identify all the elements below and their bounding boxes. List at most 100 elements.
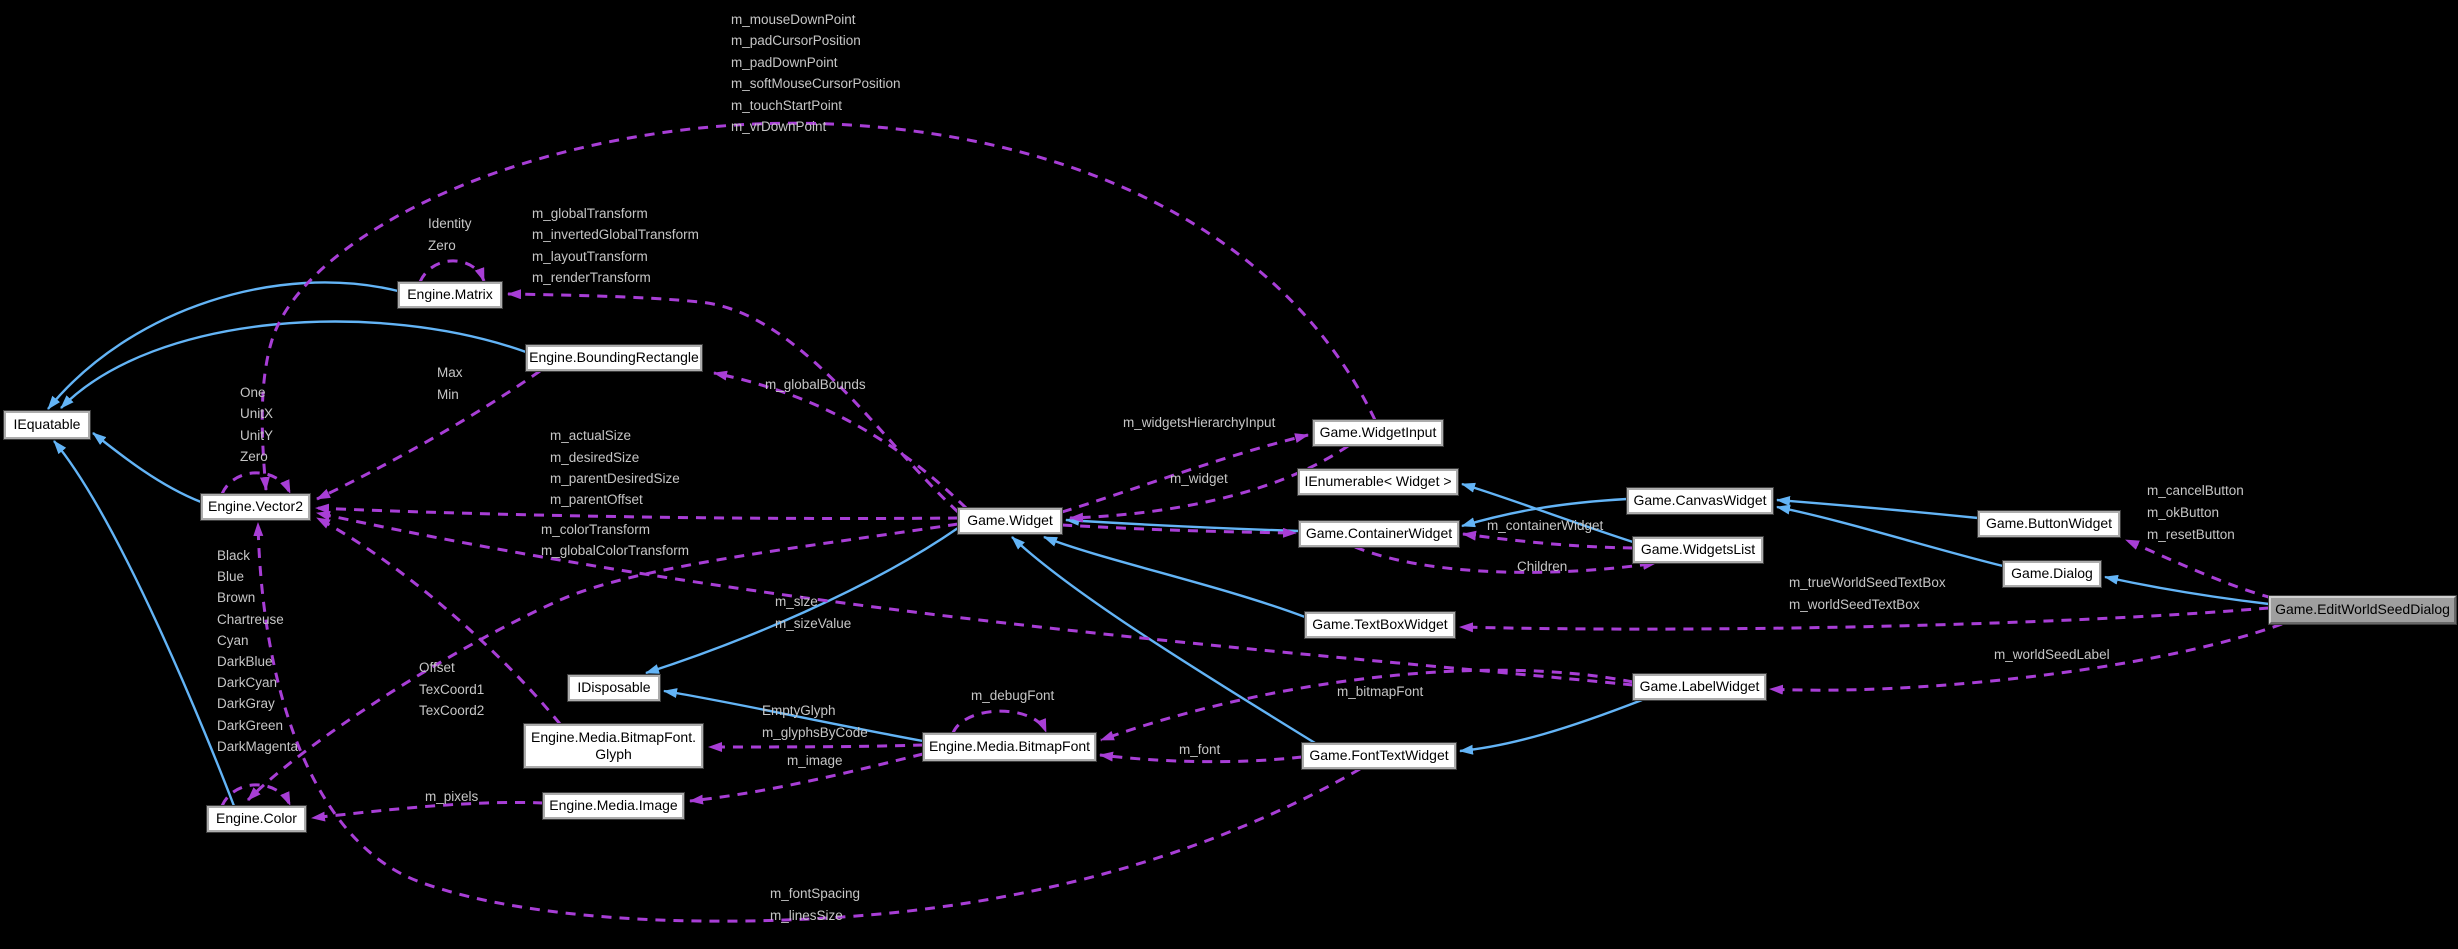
edge-usage-game-widgetslist-to-game-containerwidget xyxy=(1462,530,1634,550)
edge-label: m_resetButton xyxy=(2147,527,2235,542)
edge-label: m_padDownPoint xyxy=(731,55,838,70)
edge-usage-engine-media-bitmapfont-to-engine-media-bitmapfont xyxy=(951,709,1048,734)
edge-label: m_glyphsByCode xyxy=(762,725,868,740)
edge-label: m_containerWidget xyxy=(1487,518,1604,533)
edge-label: m_layoutTransform xyxy=(532,249,648,264)
edge-usage-game-widget-to-game-containerwidget xyxy=(1061,523,1297,538)
edge-label: m_widget xyxy=(1170,471,1228,486)
edge-inheritance-engine-vector2-to-iequatable xyxy=(92,432,202,504)
node-engine-media-image[interactable]: Engine.Media.Image xyxy=(543,793,684,819)
edge-label: m_debugFont xyxy=(971,688,1055,703)
node-game-labelwidget[interactable]: Game.LabelWidget xyxy=(1633,674,1766,700)
edge-inheritance-game-dialog-to-game-canvaswidget xyxy=(1776,504,2004,568)
node-engine-media-bitmapfont-glyph[interactable]: Engine.Media.BitmapFont. Glyph xyxy=(524,724,703,768)
edge-label: EmptyGlyph xyxy=(762,703,836,718)
edge-label: m_worldSeedLabel xyxy=(1994,647,2110,662)
node-game-textboxwidget[interactable]: Game.TextBoxWidget xyxy=(1305,612,1455,638)
edge-usage-engine-matrix-to-engine-matrix xyxy=(418,259,486,283)
edge-label: m_globalTransform xyxy=(532,206,648,221)
edge-usage-game-widgetinput-to-game-widget xyxy=(1069,444,1349,523)
edge-label: m_colorTransform xyxy=(541,522,651,537)
node-game-editworldseeddialog[interactable]: Game.EditWorldSeedDialog xyxy=(2269,596,2456,624)
edge-inheritance-game-widget-to-idisposable xyxy=(645,527,959,675)
edge-usage-game-editworldseeddialog-to-game-textboxwidget xyxy=(1459,606,2270,633)
node-engine-matrix[interactable]: Engine.Matrix xyxy=(398,282,502,308)
node-iequatable[interactable]: IEquatable xyxy=(4,411,90,439)
edge-usage-engine-media-bitmapfont-glyph-to-engine-vector2 xyxy=(316,516,562,725)
edge-label: m_vrDownPoint xyxy=(731,119,827,134)
edge-label: m_parentDesiredSize xyxy=(550,471,680,486)
edge-label: m_widgetsHierarchyInput xyxy=(1123,415,1276,430)
edge-usage-engine-vector2-to-engine-vector2 xyxy=(220,471,292,495)
edge-label: m_padCursorPosition xyxy=(731,33,861,48)
node-engine-vector2[interactable]: Engine.Vector2 xyxy=(201,494,310,520)
edge-label: Black xyxy=(217,548,251,563)
edge-label: One xyxy=(240,385,266,400)
edge-label: m_desiredSize xyxy=(550,450,640,465)
edge-inheritance-game-containerwidget-to-game-widget xyxy=(1065,515,1300,533)
edge-inheritance-engine-matrix-to-iequatable xyxy=(47,281,399,410)
edge-label: m_touchStartPoint xyxy=(731,98,843,113)
node-game-widgetslist[interactable]: Game.WidgetsList xyxy=(1633,537,1763,563)
edge-inheritance-engine-color-to-iequatable xyxy=(53,440,236,807)
edge-inheritance-game-canvaswidget-to-game-containerwidget xyxy=(1461,497,1628,528)
edge-inheritance-game-editworldseeddialog-to-game-dialog xyxy=(2104,574,2270,606)
edge-label: UnitX xyxy=(240,406,274,421)
edge-label: Max xyxy=(437,365,463,380)
edge-label: TexCoord2 xyxy=(419,703,485,718)
edge-label: m_mouseDownPoint xyxy=(731,12,856,27)
edge-label: Brown xyxy=(217,590,256,605)
edge-label: m_linesSize xyxy=(770,908,843,923)
edge-label: DarkCyan xyxy=(217,675,278,690)
edge-usage-engine-color-to-engine-color xyxy=(220,783,292,807)
edge-usage-game-labelwidget-to-engine-media-bitmapfont xyxy=(1100,668,1634,742)
edge-usage-game-widget-to-engine-matrix xyxy=(507,289,960,514)
edges xyxy=(47,121,2283,923)
node-idisposable[interactable]: IDisposable xyxy=(568,675,660,701)
edge-usage-game-fonttextwidget-to-engine-media-bitmapfont xyxy=(1099,751,1303,764)
edge-usage-game-widget-to-engine-vector2 xyxy=(315,503,959,521)
node-game-widgetinput[interactable]: Game.WidgetInput xyxy=(1313,420,1443,446)
node-engine-media-bitmapfont[interactable]: Engine.Media.BitmapFont xyxy=(923,733,1096,761)
node-engine-color[interactable]: Engine.Color xyxy=(207,806,306,832)
edge-label: m_pixels xyxy=(425,789,479,804)
edge-label: Children xyxy=(1517,559,1568,574)
node-game-containerwidget[interactable]: Game.ContainerWidget xyxy=(1299,521,1459,547)
edge-label: DarkGray xyxy=(217,696,275,711)
edge-label: Zero xyxy=(240,449,268,464)
edge-label: Cyan xyxy=(217,633,249,648)
node-ienumerable-widget[interactable]: IEnumerable< Widget > xyxy=(1298,469,1458,495)
edge-inheritance-game-textboxwidget-to-game-widget xyxy=(1043,535,1306,619)
edge-usage-game-containerwidget-to-game-widgetslist xyxy=(1354,545,1657,574)
node-game-buttonwidget[interactable]: Game.ButtonWidget xyxy=(1978,511,2120,537)
edge-inheritance-engine-boundingrectangle-to-iequatable xyxy=(60,320,527,409)
edge-label: m_image xyxy=(787,753,843,768)
node-engine-boundingrectangle[interactable]: Engine.BoundingRectangle xyxy=(526,345,702,371)
edge-inheritance-engine-media-bitmapfont-to-idisposable xyxy=(663,688,924,743)
edge-label: m_okButton xyxy=(2147,505,2220,520)
edge-label: m_worldSeedTextBox xyxy=(1789,597,1920,612)
edge-label: TexCoord1 xyxy=(419,682,485,697)
edge-label: Min xyxy=(437,387,459,402)
edge-label: Zero xyxy=(428,238,456,253)
edge-label: UnitY xyxy=(240,428,274,443)
edge-label: DarkBlue xyxy=(217,654,273,669)
edge-label: Blue xyxy=(217,569,245,584)
edge-label: m_softMouseCursorPosition xyxy=(731,76,901,91)
edge-usage-game-widget-to-game-widgetinput xyxy=(1061,433,1309,514)
edge-label: m_invertedGlobalTransform xyxy=(532,227,699,242)
node-game-widget[interactable]: Game.Widget xyxy=(958,508,1062,534)
edge-label: m_renderTransform xyxy=(532,270,651,285)
edge-label: m_globalColorTransform xyxy=(541,543,690,558)
edge-usage-game-widget-to-engine-boundingrectangle xyxy=(713,370,968,510)
edge-label: m_actualSize xyxy=(550,428,632,443)
node-game-dialog[interactable]: Game.Dialog xyxy=(2003,561,2101,587)
edge-label: Offset xyxy=(419,660,455,675)
node-game-fonttextwidget[interactable]: Game.FontTextWidget xyxy=(1302,743,1456,769)
edge-label: DarkGreen xyxy=(217,718,284,733)
node-game-canvaswidget[interactable]: Game.CanvasWidget xyxy=(1627,488,1773,514)
edge-label: m_cancelButton xyxy=(2147,483,2244,498)
edge-usage-engine-boundingrectangle-to-engine-vector2 xyxy=(316,369,541,501)
